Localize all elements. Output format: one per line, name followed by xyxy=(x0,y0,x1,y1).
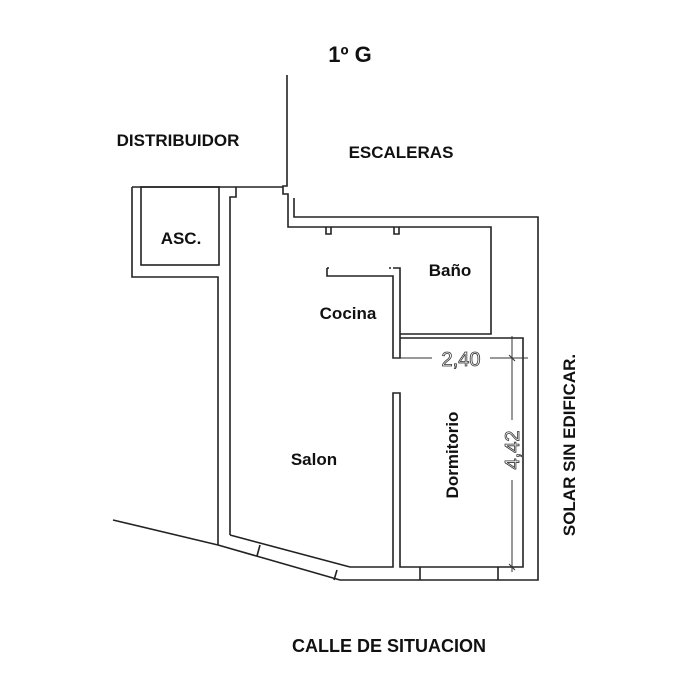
page-title: 1º G xyxy=(328,42,372,67)
label-calle: CALLE DE SITUACION xyxy=(292,636,486,656)
label-solar: SOLAR SIN EDIFICAR. xyxy=(560,354,579,536)
label-dormitorio: Dormitorio xyxy=(443,412,462,499)
dimension-depth: 4,42 xyxy=(502,431,524,470)
label-asc: ASC. xyxy=(161,229,202,248)
label-distribuidor: DISTRIBUIDOR xyxy=(117,131,240,150)
label-bano: Baño xyxy=(429,261,472,280)
label-escaleras: ESCALERAS xyxy=(349,143,454,162)
walls xyxy=(112,75,539,581)
dimension-lines: 2,40 4,42 xyxy=(393,336,528,572)
label-cocina: Cocina xyxy=(320,304,377,323)
dimension-width: 2,40 xyxy=(442,349,481,371)
label-salon: Salon xyxy=(291,450,337,469)
elevator-shaft xyxy=(140,186,220,266)
